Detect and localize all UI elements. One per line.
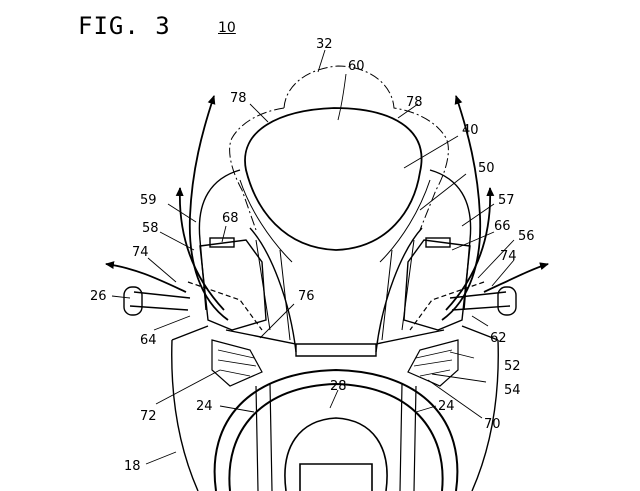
lower-body	[171, 325, 499, 491]
front-wheel	[284, 417, 388, 491]
airflow-arrow-right-mid	[445, 187, 495, 311]
label-40: 40	[462, 123, 479, 138]
label-74-right: 74	[500, 249, 517, 264]
right-mirror-panel	[403, 239, 471, 331]
right-grip	[497, 286, 517, 316]
airflow-arrow-right-top	[441, 95, 482, 321]
label-18: 18	[124, 459, 141, 474]
right-duct-dashed	[409, 281, 485, 331]
label-59: 59	[140, 193, 157, 208]
left-headlight	[211, 339, 263, 387]
label-50: 50	[478, 161, 495, 176]
label-60: 60	[348, 59, 365, 74]
label-70: 70	[484, 417, 501, 432]
label-32: 32	[316, 37, 333, 52]
label-54: 54	[504, 383, 521, 398]
right-headlight	[407, 339, 459, 387]
left-handlebar	[129, 291, 191, 311]
leader-lines	[111, 49, 515, 465]
airflow-arrow-left-side	[105, 261, 187, 293]
upper-bridge	[225, 329, 445, 357]
windscreen	[244, 107, 423, 251]
label-64: 64	[140, 333, 157, 348]
label-76: 76	[298, 289, 315, 304]
label-24-right: 24	[438, 399, 455, 414]
airflow-arrow-center-left	[249, 227, 297, 353]
label-66: 66	[494, 219, 511, 234]
right-light-stripes	[413, 349, 453, 377]
left-grip	[123, 286, 143, 316]
label-68: 68	[222, 211, 239, 226]
rider-outline	[229, 65, 449, 231]
left-vent	[209, 237, 235, 248]
figure-title: FIG. 3	[78, 12, 171, 40]
label-78-right: 78	[406, 95, 423, 110]
airflow-arrow-left-mid	[175, 187, 225, 311]
label-62: 62	[490, 331, 507, 346]
label-24-left: 24	[196, 399, 213, 414]
label-78-left: 78	[230, 91, 247, 106]
right-handlebar	[449, 291, 511, 311]
left-light-stripes	[217, 349, 257, 377]
airflow-arrow-left-top	[188, 95, 229, 321]
label-56: 56	[518, 229, 535, 244]
label-28: 28	[330, 379, 347, 394]
airflow-arrow-right-side	[483, 262, 549, 293]
label-58: 58	[142, 221, 159, 236]
front-fender	[213, 368, 459, 491]
label-72: 72	[140, 409, 157, 424]
left-mirror-panel	[199, 239, 267, 331]
label-57: 57	[498, 193, 515, 208]
left-duct-dashed	[187, 281, 263, 331]
label-74-left: 74	[132, 245, 149, 260]
label-52: 52	[504, 359, 521, 374]
label-26: 26	[90, 289, 107, 304]
fork-legs	[255, 383, 417, 491]
figure-reference-number: 10	[218, 20, 236, 36]
right-vent	[425, 237, 451, 248]
airflow-arrow-center-right	[375, 227, 423, 353]
front-cowl-outer	[198, 169, 472, 311]
